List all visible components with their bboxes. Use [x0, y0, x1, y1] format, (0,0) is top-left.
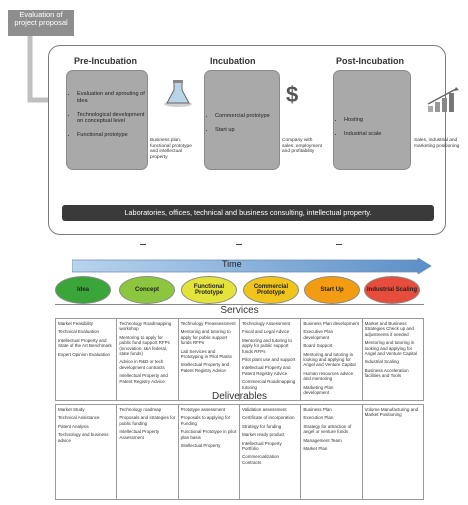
- stage-item: Functional prototype: [77, 132, 147, 139]
- arrow-label-company-sales: Company with sales, employment and profi…: [282, 138, 322, 155]
- stage-title-pre-incubation: Pre-Incubation: [74, 56, 138, 66]
- arrow-label-business-plan: Business plan, functional prototype and …: [150, 138, 192, 160]
- stage-box-post-incubation: Hosting Industrial scale: [333, 70, 411, 170]
- divider-tick: [236, 244, 242, 245]
- growth-chart-icon: [427, 87, 459, 112]
- lab-services-bar: Laboratories, offices, technical and bus…: [62, 205, 434, 221]
- stage-item: Hosting: [344, 117, 410, 124]
- dollar-icon: $: [286, 82, 299, 107]
- time-label: Time: [222, 259, 242, 269]
- stage-item: Start up: [215, 127, 279, 134]
- stage-box-incubation: Commercial prototype Start up: [204, 70, 280, 170]
- services-title: Services: [220, 305, 259, 316]
- time-arrow: [72, 258, 432, 274]
- stage-box-pre-incubation: Evaluation and sprouting of idea Technol…: [66, 70, 148, 170]
- stage-item: Commercial prototype: [215, 113, 279, 120]
- phase-industrial-scaling: Industrial Scaling: [364, 276, 420, 304]
- stage-title-post-incubation: Post-Incubation: [336, 56, 404, 66]
- services-col-industrial-scaling: Market and Business Strategies Check up …: [361, 317, 425, 402]
- divider-tick: [140, 244, 146, 245]
- evaluation-box: Evaluation of project proposal: [8, 10, 74, 36]
- divider-tick: [336, 244, 342, 245]
- deliverables-title: Deliverables: [211, 391, 268, 402]
- stage-item: Technological development on conceptual …: [77, 112, 147, 126]
- stage-item: Industrial scale: [344, 131, 410, 138]
- phase-start-up: Start Up: [304, 276, 360, 304]
- phase-idea: Idea: [55, 276, 111, 304]
- services-divider: [55, 304, 424, 305]
- lab-flask-icon: [164, 80, 192, 107]
- phase-commercial-prototype: Commercial Prototype: [243, 276, 299, 304]
- arrow-label-sales-positioning: Sales, industrial and marketing position…: [414, 138, 460, 149]
- deliverables-col-industrial-scaling: Volume Manufacturing and Market Position…: [361, 404, 425, 500]
- phase-functional-prototype: Functional Prototype: [181, 276, 237, 304]
- stage-item: Evaluation and sprouting of idea: [77, 91, 147, 105]
- stage-title-incubation: Incubation: [210, 56, 256, 66]
- phase-concept: Concept: [119, 276, 175, 304]
